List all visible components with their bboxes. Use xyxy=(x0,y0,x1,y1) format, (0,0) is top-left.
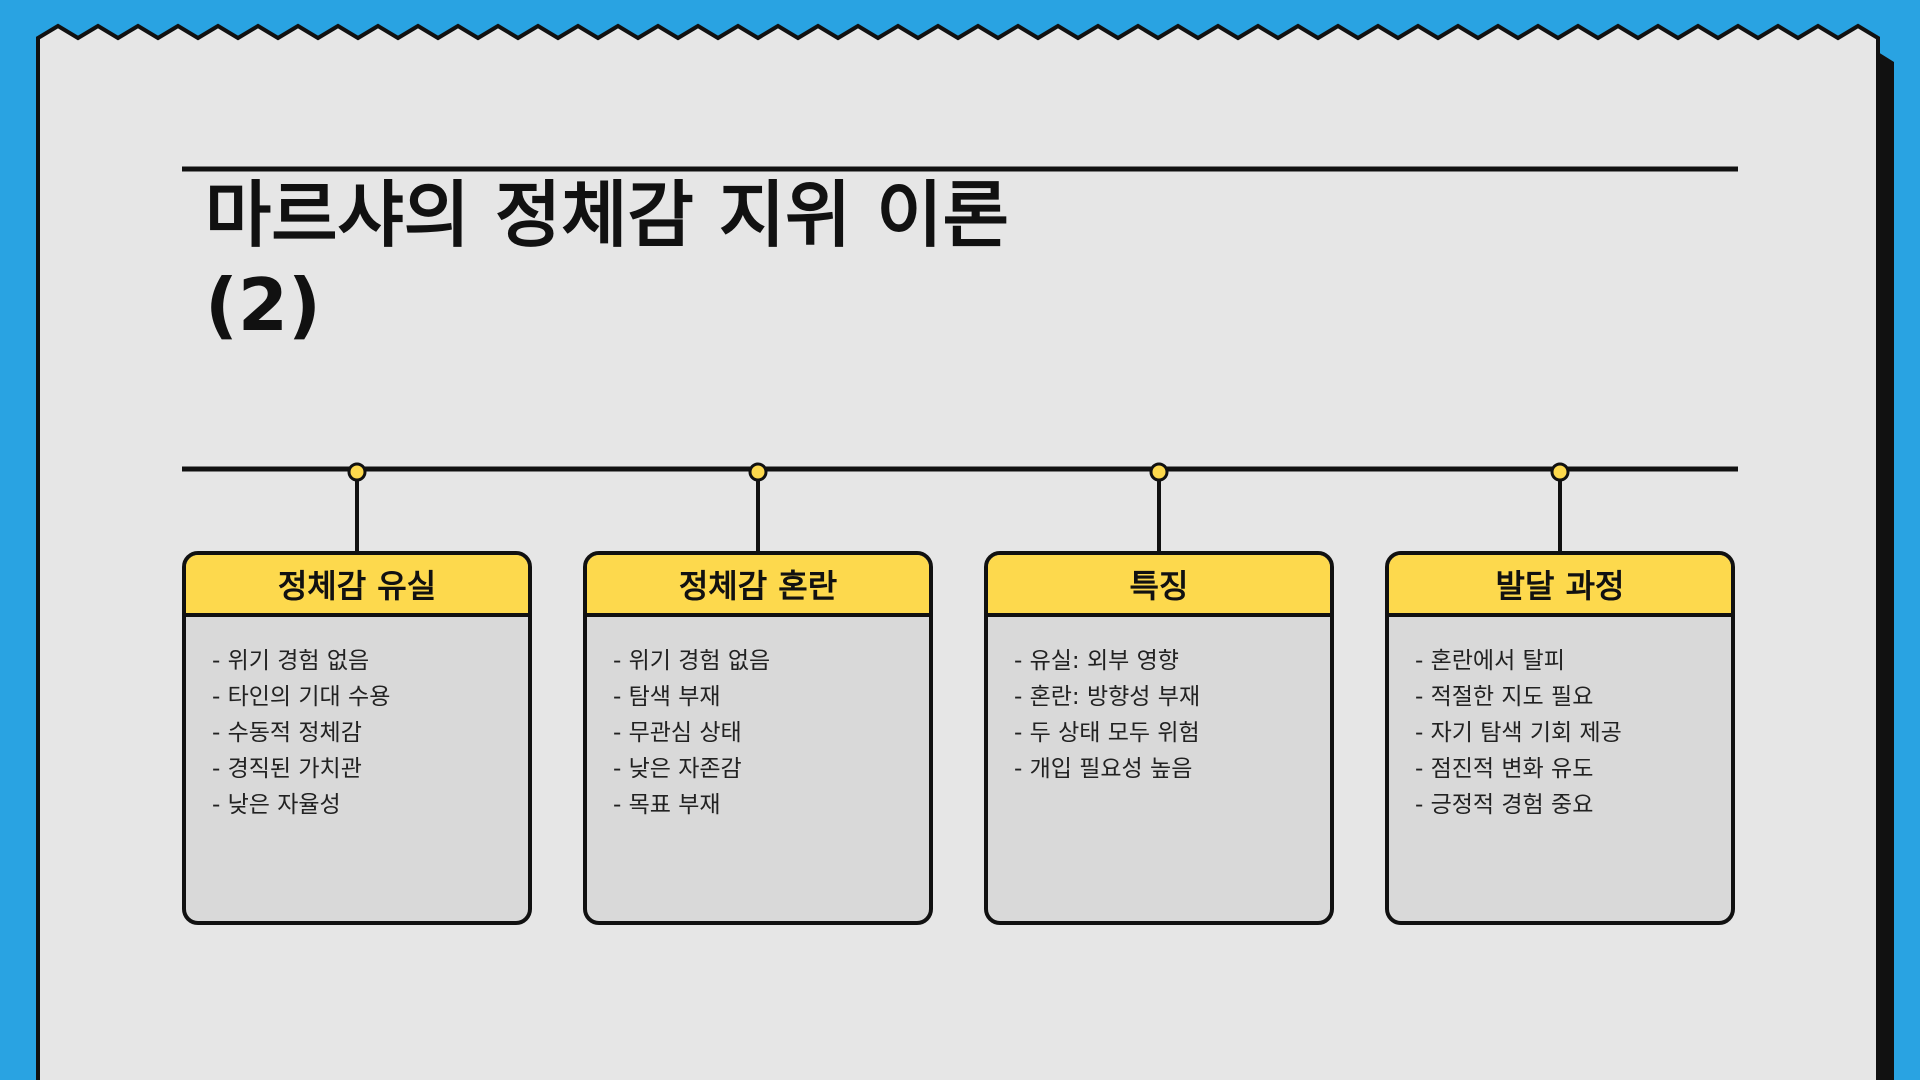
list-item: - 혼란에서 탈피 xyxy=(1415,648,1565,674)
timeline-node xyxy=(748,462,768,482)
title-line-2: (2) xyxy=(205,263,321,347)
card-bullet-list: - 유실: 외부 영향 - 혼란: 방향성 부재 - 두 상태 모두 위험 - … xyxy=(988,617,1330,787)
page-title: 마르샤의 정체감 지위 이론 (2) xyxy=(205,170,1305,350)
card-identity-foreclosure: 정체감 유실 - 위기 경험 없음 - 타인의 기대 수용 - 수동적 정체감 … xyxy=(182,551,532,925)
card-heading: 정체감 혼란 xyxy=(587,555,929,617)
list-item: - 탐색 부재 xyxy=(613,684,721,710)
timeline-connectors xyxy=(347,462,1570,553)
card-heading: 특징 xyxy=(988,555,1330,617)
list-item: - 위기 경험 없음 xyxy=(212,648,370,674)
list-item: - 유실: 외부 영향 xyxy=(1014,648,1179,674)
list-item: - 개입 필요성 높음 xyxy=(1014,756,1193,782)
timeline-node xyxy=(1149,462,1169,482)
list-item: - 낮은 자율성 xyxy=(212,792,341,818)
title-line-1: 마르샤의 정체감 지위 이론 xyxy=(205,173,1009,257)
timeline-node xyxy=(347,462,367,482)
card-characteristics: 특징 - 유실: 외부 영향 - 혼란: 방향성 부재 - 두 상태 모두 위험… xyxy=(984,551,1334,925)
list-item: - 무관심 상태 xyxy=(613,720,742,746)
list-item: - 목표 부재 xyxy=(613,792,721,818)
card-development-process: 발달 과정 - 혼란에서 탈피 - 적절한 지도 필요 - 자기 탐색 기회 제… xyxy=(1385,551,1735,925)
card-bullet-list: - 위기 경험 없음 - 타인의 기대 수용 - 수동적 정체감 - 경직된 가… xyxy=(186,617,528,823)
list-item: - 위기 경험 없음 xyxy=(613,648,771,674)
list-item: - 혼란: 방향성 부재 xyxy=(1014,684,1201,710)
list-item: - 점진적 변화 유도 xyxy=(1415,756,1594,782)
list-item: - 경직된 가치관 xyxy=(212,756,362,782)
timeline-node xyxy=(1550,462,1570,482)
list-item: - 타인의 기대 수용 xyxy=(212,684,391,710)
list-item: - 긍정적 경험 중요 xyxy=(1415,792,1594,818)
list-item: - 자기 탐색 기회 제공 xyxy=(1415,720,1622,746)
card-heading: 정체감 유실 xyxy=(186,555,528,617)
card-heading: 발달 과정 xyxy=(1389,555,1731,617)
card-bullet-list: - 위기 경험 없음 - 탐색 부재 - 무관심 상태 - 낮은 자존감 - 목… xyxy=(587,617,929,823)
list-item: - 두 상태 모두 위험 xyxy=(1014,720,1200,746)
paper-shadow xyxy=(1878,52,1894,1080)
card-bullet-list: - 혼란에서 탈피 - 적절한 지도 필요 - 자기 탐색 기회 제공 - 점진… xyxy=(1389,617,1731,823)
list-item: - 낮은 자존감 xyxy=(613,756,742,782)
card-identity-diffusion: 정체감 혼란 - 위기 경험 없음 - 탐색 부재 - 무관심 상태 - 낮은 … xyxy=(583,551,933,925)
list-item: - 적절한 지도 필요 xyxy=(1415,684,1594,710)
list-item: - 수동적 정체감 xyxy=(212,720,362,746)
